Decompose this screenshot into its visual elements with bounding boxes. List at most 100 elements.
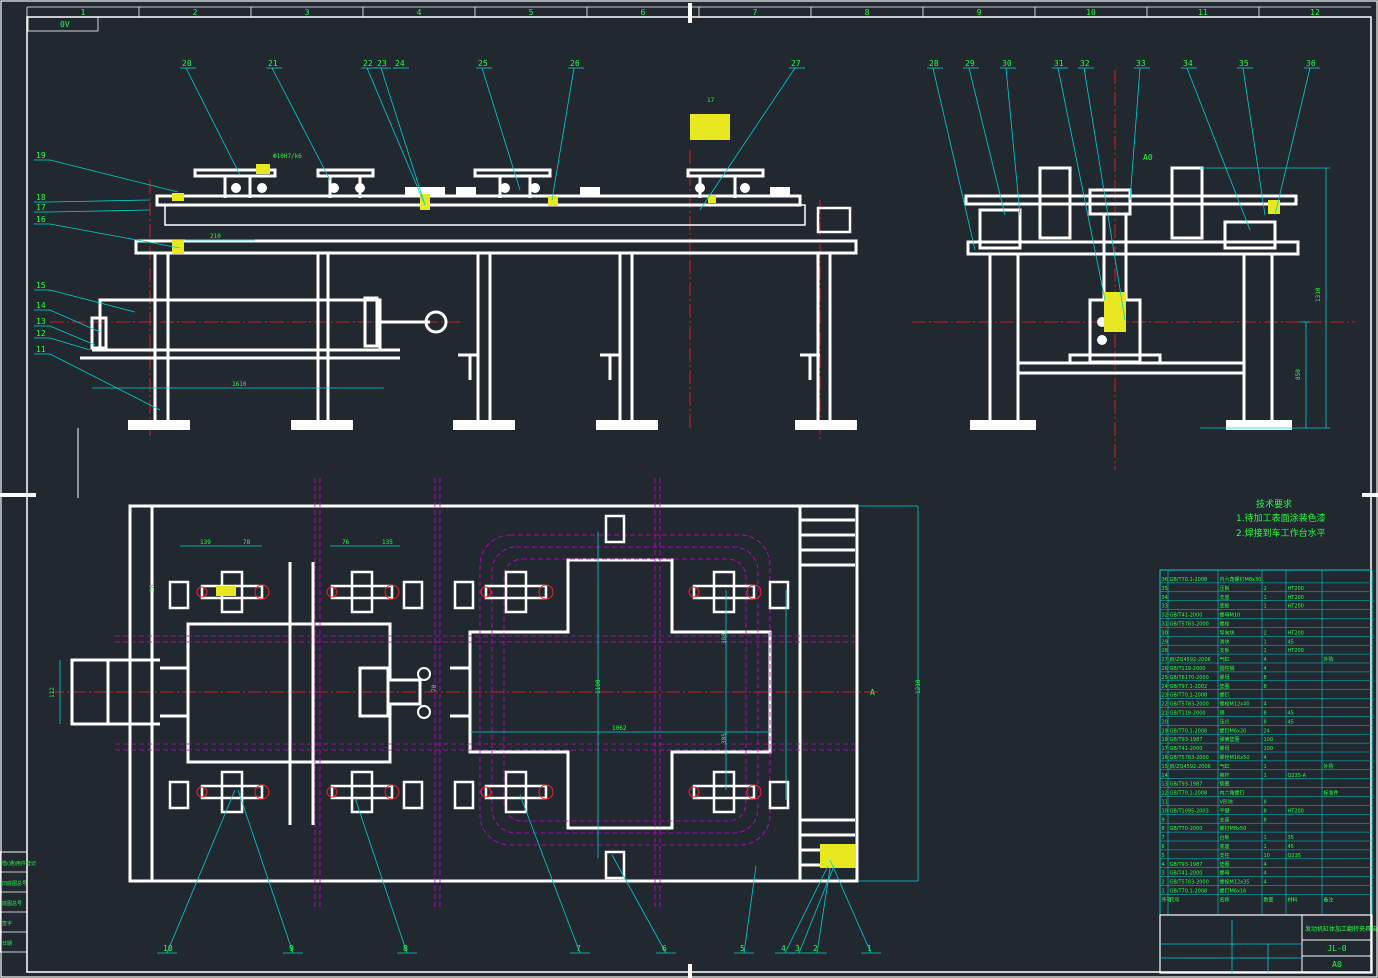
tech-line-1: 1.待加工表面涂装色漆 [1236, 512, 1326, 524]
front-left-balloon: 11 [36, 345, 46, 354]
parts-cell: 31 [1162, 622, 1168, 628]
parts-cell: 8 [1264, 808, 1267, 814]
parts-cell: 标准件 [1324, 790, 1339, 797]
parts-cell: 推杆 [1220, 772, 1230, 779]
parts-cell: 4 [1264, 862, 1267, 868]
parts-cell: 气缸 [1220, 763, 1230, 770]
front-left-balloon: 18 [36, 193, 46, 202]
dim-112: 112 [49, 687, 56, 698]
ruler-label: 8 [865, 8, 870, 17]
front-left-balloon: 17 [36, 203, 46, 212]
parts-cell: 6 [1162, 844, 1165, 850]
ruler-label: 7 [753, 8, 758, 17]
parts-cell: GB/T6170-2000 [1170, 675, 1209, 681]
parts-cell: GB/T70.1-2008 [1170, 577, 1208, 583]
parts-cell: 8 [1162, 826, 1165, 832]
parts-cell: 支板 [1220, 647, 1230, 654]
parts-cell: GB/T70.1-2008 [1170, 728, 1208, 734]
dim-top-block: 17 [707, 97, 715, 104]
margin-label: 日期 [2, 941, 12, 947]
parts-cell: HT200 [1288, 630, 1304, 636]
ruler-label: 12 [1310, 8, 1320, 17]
section-marker-a: A [870, 688, 875, 697]
parts-cell: 1 [1264, 639, 1267, 645]
ruler-label: 3 [305, 8, 310, 17]
parts-cell: 34 [1162, 595, 1168, 601]
ruler-label: 5 [529, 8, 534, 17]
parts-cell: 4 [1264, 702, 1267, 708]
parts-cell: GB/T41-2000 [1170, 746, 1203, 752]
ruler-label: 9 [977, 8, 982, 17]
side-balloon: 30 [1002, 59, 1012, 68]
front-balloon: 21 [268, 59, 278, 68]
parts-cell: 螺栓M16x50 [1220, 754, 1250, 761]
front-left-balloon: 13 [36, 317, 46, 326]
parts-cell: 8 [1264, 675, 1267, 681]
parts-cell: GB/T119-2000 [1170, 666, 1206, 672]
parts-cell: 螺钉 [1220, 692, 1230, 699]
dim-1210: 1210 [915, 679, 922, 694]
parts-cell: V形块 [1220, 799, 1233, 806]
side-balloon: 32 [1080, 59, 1090, 68]
parts-cell: 平键 [1220, 807, 1230, 814]
front-left-balloon: 16 [36, 215, 46, 224]
side-balloon: 31 [1054, 59, 1064, 68]
parts-cell: 45 [1288, 711, 1294, 717]
dim-1190: 1190 [595, 679, 602, 694]
dim-1062: 1062 [612, 725, 627, 732]
drawing-number: JL-0 [1327, 944, 1346, 953]
parts-cell: 8 [1264, 684, 1267, 690]
parts-cell: 25 [1162, 675, 1168, 681]
parts-cell: 台板 [1220, 834, 1230, 841]
parts-cell: GB/T70.1-2008 [1170, 693, 1208, 699]
parts-cell: GB/T5783-2000 [1170, 702, 1209, 708]
parts-cell: 10 [1162, 808, 1168, 814]
parts-cell: GB/T119-2000 [1170, 711, 1206, 717]
parts-cell: 36 [1162, 577, 1168, 583]
parts-cell: GB/T70-2000 [1170, 826, 1203, 832]
parts-cell: 15 [1162, 764, 1168, 770]
parts-cell: 4 [1162, 862, 1165, 868]
parts-cell: 14 [1162, 773, 1168, 779]
parts-cell: 8 [1264, 800, 1267, 806]
parts-cell: HT200 [1288, 586, 1304, 592]
ruler-label: 6 [641, 8, 646, 17]
ruler-label: 2 [193, 8, 198, 17]
parts-cell: 26 [1162, 666, 1168, 672]
front-balloon: 20 [182, 59, 192, 68]
parts-cell: 底板 [1220, 603, 1230, 610]
parts-cell: 33 [1162, 604, 1168, 610]
plan-balloon: 8 [403, 944, 408, 953]
plan-balloon: 5 [740, 944, 745, 953]
parts-cell: 内六角螺钉 [1220, 790, 1245, 797]
parts-cell: 22 [1162, 702, 1168, 708]
side-balloon: 36 [1306, 59, 1316, 68]
parts-cell: 螺母M10 [1220, 612, 1241, 619]
parts-cell: 螺母 [1220, 745, 1230, 752]
parts-cell: 24 [1162, 684, 1168, 690]
parts-cell: 17 [1162, 746, 1168, 752]
parts-cell: 19 [1162, 728, 1168, 734]
margin-label: 旧底图总号 [2, 880, 27, 887]
parts-cell: 外购 [1324, 763, 1334, 770]
parts-cell: GB/T70.1-2008 [1170, 889, 1208, 895]
parts-cell: 1 [1264, 764, 1267, 770]
parts-cell: 螺钉M8x50 [1220, 825, 1247, 832]
parts-cell: 滑块 [1220, 638, 1230, 645]
parts-cell: 29 [1162, 639, 1168, 645]
parts-cell: 18 [1162, 737, 1168, 743]
dim-rail-offset: 210 [210, 233, 221, 240]
parts-header: 材料 [1288, 896, 1298, 903]
parts-cell: 支座 [1220, 594, 1230, 601]
parts-cell: 30 [1162, 630, 1168, 636]
parts-cell: 4 [1264, 880, 1267, 886]
parts-cell: 2 [1264, 630, 1267, 636]
parts-cell: 45 [1288, 639, 1294, 645]
ruler-label: 10 [1086, 8, 1096, 17]
plan-balloon: 3 [795, 944, 800, 953]
parts-cell: GB/T70.1-2008 [1170, 791, 1208, 797]
parts-cell: 45 [1288, 719, 1294, 725]
parts-cell: 9 [1162, 817, 1165, 823]
